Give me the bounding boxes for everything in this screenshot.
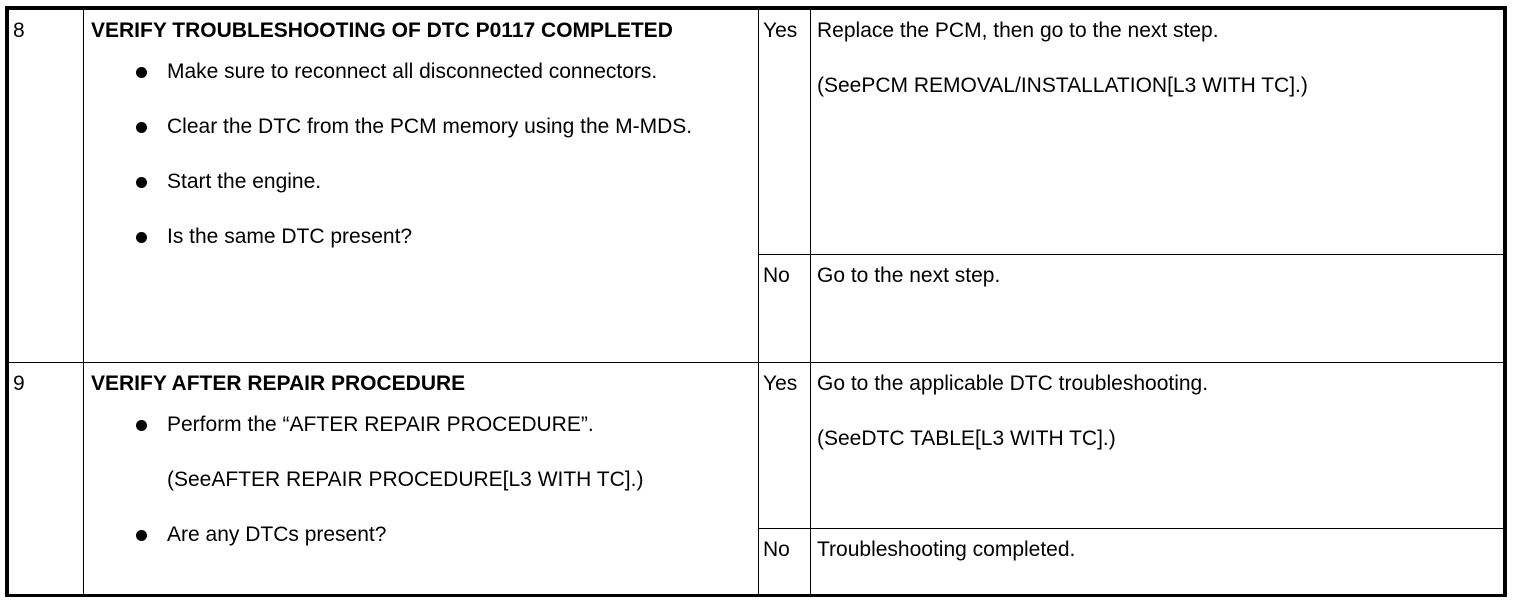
step-title: VERIFY TROUBLESHOOTING OF DTC P0117 COMP… [91, 19, 673, 42]
list-item: Make sure to reconnect all disconnected … [136, 57, 727, 87]
step-9-no-row: No Troubleshooting completed. [9, 528, 1504, 595]
result-yes: Yes [758, 9, 811, 255]
item-text: Perform the “AFTER REPAIR PROCEDURE”. [167, 413, 594, 436]
step-number: 8 [8, 9, 84, 363]
result-yes: Yes [758, 362, 811, 529]
step-9-inspection: VERIFY AFTER REPAIR PROCEDURE Perform th… [83, 362, 759, 595]
item-text: Make sure to reconnect all disconnected … [167, 60, 658, 83]
bullet-icon [136, 67, 147, 78]
list-item: Clear the DTC from the PCM memory using … [136, 112, 727, 142]
troubleshooting-steps-table: 8 VERIFY TROUBLESHOOTING OF DTC P0117 CO… [8, 9, 1504, 595]
inspection-list: Perform the “AFTER REPAIR PROCEDURE”. (Se… [91, 410, 750, 550]
action-no: Troubleshooting completed. [810, 528, 1504, 595]
step-number: 9 [8, 362, 84, 595]
bullet-icon [136, 122, 147, 133]
reference-link[interactable]: (SeeDTC TABLE[L3 WITH TC].) [817, 427, 1116, 450]
bullet-icon [136, 530, 147, 541]
step-8-inspection: VERIFY TROUBLESHOOTING OF DTC P0117 COMP… [83, 9, 759, 363]
list-item: Are any DTCs present? [136, 520, 727, 550]
item-text: Start the engine. [167, 170, 322, 193]
bullet-icon [136, 177, 147, 188]
step-9-yes-row: 9 VERIFY AFTER REPAIR PROCEDURE Perform … [8, 362, 1504, 595]
result-no: No [758, 528, 811, 595]
action-line: Go to the applicable DTC troubleshooting… [817, 372, 1209, 395]
action-line: Troubleshooting completed. [817, 538, 1076, 561]
action-no: Go to the next step. [810, 254, 1504, 363]
step-8-no-row: No Go to the next step. [9, 254, 1504, 363]
reference-link[interactable]: (SeeAFTER REPAIR PROCEDURE[L3 WITH TC].) [167, 468, 644, 491]
bullet-icon [136, 420, 147, 431]
list-item: Start the engine. [136, 167, 727, 197]
action-line: Go to the next step. [817, 264, 1001, 287]
bullet-icon [136, 232, 147, 243]
action-yes: Replace the PCM, then go to the next ste… [810, 9, 1504, 255]
item-text: Is the same DTC present? [167, 225, 413, 248]
action-yes: Go to the applicable DTC troubleshooting… [810, 362, 1504, 529]
step-8-yes-row: 8 VERIFY TROUBLESHOOTING OF DTC P0117 CO… [8, 9, 1504, 363]
reference-link[interactable]: (SeePCM REMOVAL/INSTALLATION[L3 WITH TC]… [817, 74, 1308, 97]
list-item: Is the same DTC present? [136, 222, 727, 252]
step-title: VERIFY AFTER REPAIR PROCEDURE [91, 372, 466, 395]
item-text: Clear the DTC from the PCM memory using … [167, 115, 693, 138]
result-no: No [758, 254, 811, 363]
inspection-list: Make sure to reconnect all disconnected … [91, 57, 750, 252]
action-line: Replace the PCM, then go to the next ste… [817, 19, 1219, 42]
troubleshooting-table-sheet: 8 VERIFY TROUBLESHOOTING OF DTC P0117 CO… [5, 6, 1507, 597]
item-text: Are any DTCs present? [167, 523, 387, 546]
list-item: Perform the “AFTER REPAIR PROCEDURE”. (Se… [136, 410, 727, 495]
